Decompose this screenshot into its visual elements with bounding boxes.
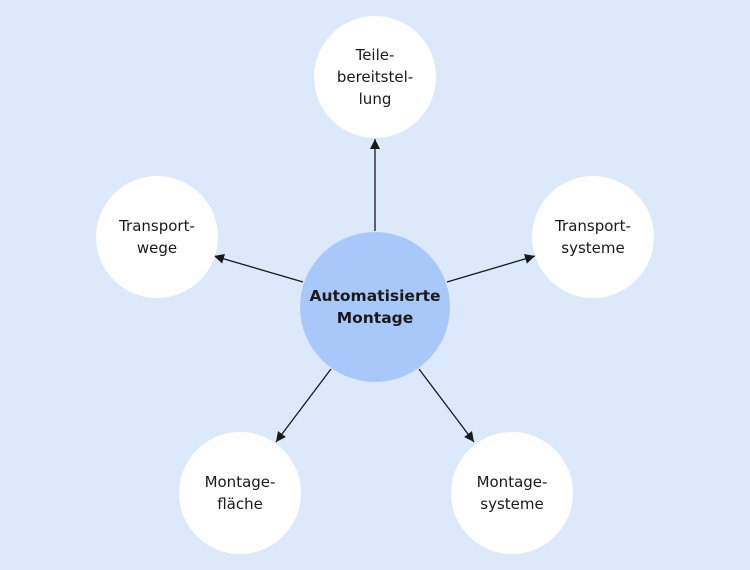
node-teilebereitstellung: Teile- bereitstel- lung [314,16,436,138]
node-label: Transport- systeme [555,217,631,257]
node-label: Montage- fläche [204,473,276,513]
arrow-to-montagesysteme [418,368,475,443]
center-node-automatisierte-montage: Automatisierte Montage [300,232,450,382]
node-montageflaeche: Montage- fläche [179,432,301,554]
node-label: Teile- bereitstel- lung [336,46,414,108]
arrow-to-transportwege [213,254,304,283]
node-label: Montage- systeme [476,473,548,513]
arrow-to-montageflaeche [275,368,332,443]
node-transportsysteme: Transport- systeme [532,176,654,298]
node-label: Transport- wege [119,217,195,257]
arrow-to-transportsysteme [446,254,536,283]
center-node-label: Automatisierte Montage [309,287,441,327]
node-transportwege: Transport- wege [96,176,218,298]
node-montagesysteme: Montage- systeme [451,432,573,554]
